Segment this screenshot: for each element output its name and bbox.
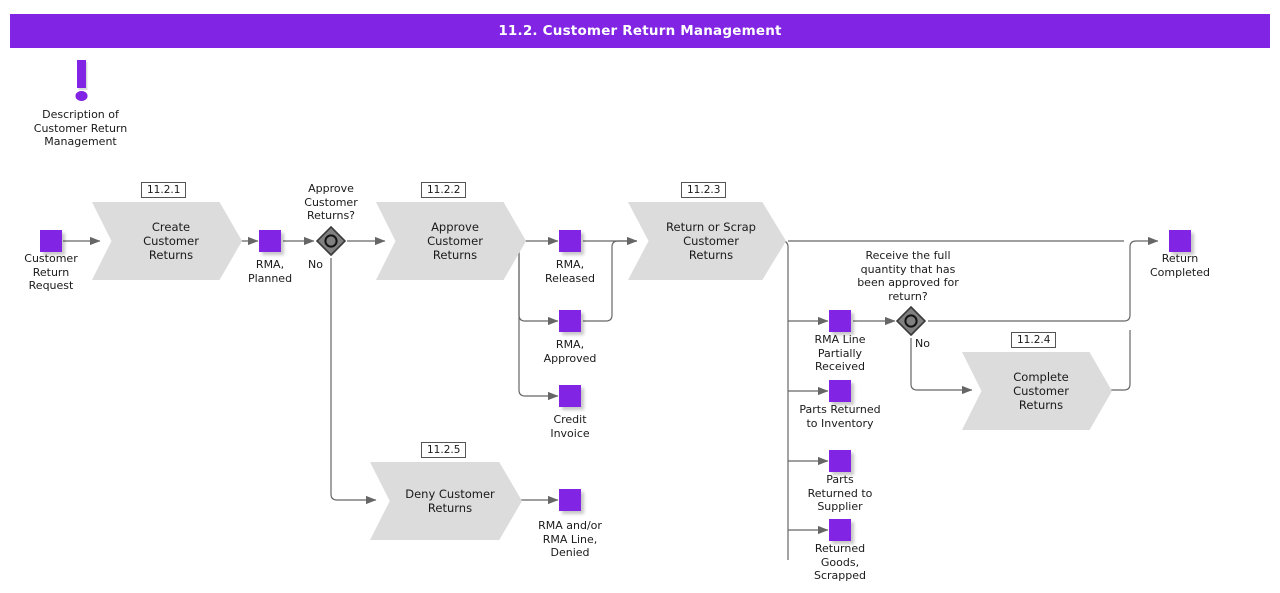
event-customer-return-request[interactable] — [40, 230, 62, 252]
event-label-credit-invoice: Credit Invoice — [550, 413, 590, 440]
task-deny-customer-returns[interactable]: Deny Customer Returns — [370, 462, 522, 540]
event-label-customer-return-request: Customer Return Request — [24, 252, 78, 292]
event-parts-returned-to-inventory[interactable] — [829, 380, 851, 402]
task-badge-complete-customer-returns: 11.2.4 — [1011, 332, 1057, 348]
event-label-returned-goods-scrapped: Returned Goods, Scrapped — [813, 542, 866, 582]
event-label-rma-planned: RMA, Planned — [247, 258, 293, 285]
event-rma-released[interactable] — [559, 230, 581, 252]
event-label-rma-denied: RMA and/or RMA Line, Denied — [538, 519, 602, 559]
task-create-customer-returns[interactable]: Create Customer Returns — [92, 202, 242, 280]
task-approve-customer-returns[interactable]: Approve Customer Returns — [376, 202, 526, 280]
task-label-create-customer-returns: Create Customer Returns — [143, 220, 199, 262]
event-label-rma-released: RMA, Released — [545, 258, 595, 285]
task-return-or-scrap-customer-returns[interactable]: Return or Scrap Customer Returns — [628, 202, 786, 280]
task-badge-create-customer-returns: 11.2.1 — [141, 182, 187, 198]
event-return-completed[interactable] — [1169, 230, 1191, 252]
task-label-deny-customer-returns: Deny Customer Returns — [405, 487, 495, 515]
annotation-label: Description of Customer Return Managemen… — [33, 108, 128, 148]
event-rma-line-partially-received[interactable] — [829, 310, 851, 332]
task-badge-deny-customer-returns: 11.2.5 — [421, 442, 467, 458]
gateway-question-receive-full-quantity: Receive the full quantity that has been … — [857, 249, 959, 303]
task-label-return-or-scrap-customer-returns: Return or Scrap Customer Returns — [666, 220, 756, 262]
task-badge-return-or-scrap-customer-returns: 11.2.3 — [681, 182, 727, 198]
gateway-question-approve-customer-returns: Approve Customer Returns? — [304, 182, 358, 222]
gateway-approve-customer-returns[interactable] — [315, 225, 347, 257]
page-title: 11.2. Customer Return Management — [498, 23, 782, 39]
event-label-parts-returned-to-supplier: Parts Returned to Supplier — [807, 473, 873, 513]
task-badge-approve-customer-returns: 11.2.2 — [421, 182, 467, 198]
diagram-header: 11.2. Customer Return Management — [10, 14, 1270, 48]
event-parts-returned-to-supplier[interactable] — [829, 450, 851, 472]
task-label-approve-customer-returns: Approve Customer Returns — [427, 220, 483, 262]
gateway-branch-label-no-2: No — [915, 337, 930, 350]
event-rma-planned[interactable] — [259, 230, 281, 252]
gateway-branch-label-no-1: No — [308, 258, 323, 271]
task-label-complete-customer-returns: Complete Customer Returns — [1013, 370, 1069, 412]
event-credit-invoice[interactable] — [559, 385, 581, 407]
event-returned-goods-scrapped[interactable] — [829, 519, 851, 541]
event-rma-denied[interactable] — [559, 489, 581, 511]
event-label-return-completed: Return Completed — [1150, 252, 1210, 279]
event-rma-approved[interactable] — [559, 310, 581, 332]
exclamation-mark-icon — [70, 60, 96, 106]
task-complete-customer-returns[interactable]: Complete Customer Returns — [962, 352, 1112, 430]
event-label-rma-line-partially-received: RMA Line Partially Received — [814, 333, 866, 373]
event-label-parts-returned-to-inventory: Parts Returned to Inventory — [799, 403, 881, 430]
gateway-receive-full-quantity[interactable] — [895, 305, 927, 337]
event-label-rma-approved: RMA, Approved — [543, 338, 597, 365]
